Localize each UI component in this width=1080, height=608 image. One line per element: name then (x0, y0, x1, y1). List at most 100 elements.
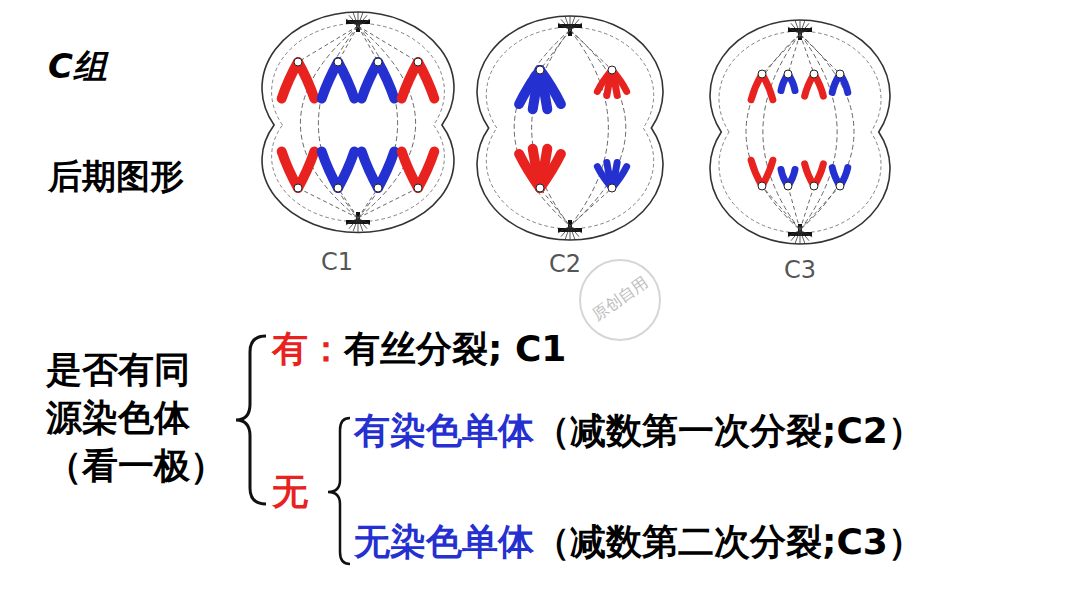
chromosome (322, 151, 355, 192)
aster-ray (349, 218, 358, 229)
chromosome (519, 149, 561, 192)
chromosome (751, 70, 773, 100)
branch-result: 有丝分裂; C1 (344, 327, 566, 370)
aster-ray (795, 21, 800, 34)
chromosome (781, 169, 795, 190)
chromosome (805, 164, 824, 190)
spindle-fiber (358, 26, 398, 218)
kinetochore-fiber (788, 186, 800, 230)
inner-outline (272, 23, 445, 221)
question-text: 是否有同 源染色体 （看一极） (46, 346, 232, 490)
cell-membrane (710, 20, 890, 244)
chromosome (519, 66, 561, 109)
aster-ray (561, 226, 570, 237)
chromosome (322, 58, 355, 99)
branch-key: 无 (272, 470, 308, 513)
cell-c3 (710, 20, 890, 244)
cell-caption: C3 (784, 256, 816, 285)
chromosome (402, 151, 435, 192)
branch-key: 有： (272, 327, 344, 370)
chromosome (362, 151, 395, 192)
kinetochore-fiber (338, 188, 358, 218)
aster-ray (800, 27, 812, 34)
chromosome (597, 163, 626, 192)
spindle-fiber (514, 30, 570, 226)
chromosome (362, 58, 395, 99)
aster-ray (791, 23, 800, 34)
kinetochore-fiber (358, 26, 418, 62)
aster-ray (570, 226, 579, 237)
aster-ray (800, 230, 812, 237)
cell-membrane (262, 12, 454, 232)
cell-c2 (477, 16, 663, 240)
kinetochore-fiber (298, 26, 358, 62)
aster-ray (800, 23, 809, 34)
inner-outline (719, 31, 881, 233)
section-title: 后期图形 (48, 156, 184, 197)
spindle-fiber (570, 30, 626, 226)
aster-ray (358, 15, 367, 26)
aster-ray (800, 230, 809, 241)
inner-outline (486, 27, 653, 229)
aster-ray (358, 218, 370, 225)
aster-ray (570, 19, 579, 30)
aster-ray (791, 230, 800, 241)
kinetochore-fiber (570, 30, 612, 70)
sub-key: 无染色单体 (354, 520, 534, 563)
spindle-fiber (358, 26, 416, 218)
aster-ray (353, 218, 358, 231)
chromosome (832, 70, 848, 92)
brace (328, 418, 350, 564)
spindle-fiber (318, 26, 358, 218)
kinetochore-fiber (800, 34, 814, 74)
group-title: C组 (48, 46, 107, 87)
chromosome (597, 66, 626, 95)
chromosome (781, 70, 795, 91)
sub-result: （减数第一次分裂;C2） (534, 409, 924, 452)
kinetochore-fiber (800, 186, 840, 230)
kinetochore-fiber (338, 26, 358, 62)
spindle-fiber (800, 34, 837, 230)
chromosome (282, 151, 315, 192)
watermark: 原创自用 (588, 272, 651, 324)
chromosome (751, 160, 773, 190)
kinetochore-fiber (358, 26, 378, 62)
chromosome (832, 168, 848, 190)
aster-ray (358, 19, 370, 26)
brace (236, 336, 266, 504)
aster-ray (349, 15, 358, 26)
spindle-fiber (300, 26, 358, 218)
chromosome (282, 58, 315, 99)
spindle-fiber (746, 34, 800, 230)
kinetochore-fiber (762, 34, 800, 74)
kinetochore-fiber (762, 186, 800, 230)
watermark-ring (580, 260, 660, 340)
sub-key: 有染色单体 (354, 409, 534, 452)
kinetochore-fiber (800, 186, 814, 230)
kinetochore-fiber (540, 30, 570, 70)
cell-caption: C1 (321, 248, 353, 277)
aster-ray (570, 226, 582, 233)
aster-ray (570, 23, 582, 30)
aster-ray (565, 17, 570, 30)
cell-membrane (477, 16, 663, 240)
kinetochore-fiber (298, 188, 358, 218)
spindle-fiber (763, 34, 800, 230)
kinetochore-fiber (788, 34, 800, 74)
kinetochore-fiber (540, 188, 570, 226)
spindle-fiber (532, 30, 570, 226)
kinetochore-fiber (800, 34, 840, 74)
sub-result: （减数第二次分裂;C3） (534, 520, 924, 563)
aster-ray (795, 230, 800, 243)
cell-c1 (262, 12, 454, 232)
cell-caption: C2 (549, 250, 581, 279)
aster-ray (353, 13, 358, 26)
kinetochore-fiber (570, 188, 612, 226)
aster-ray (561, 19, 570, 30)
aster-ray (565, 226, 570, 239)
spindle-fiber (800, 34, 854, 230)
chromosome (402, 58, 435, 99)
